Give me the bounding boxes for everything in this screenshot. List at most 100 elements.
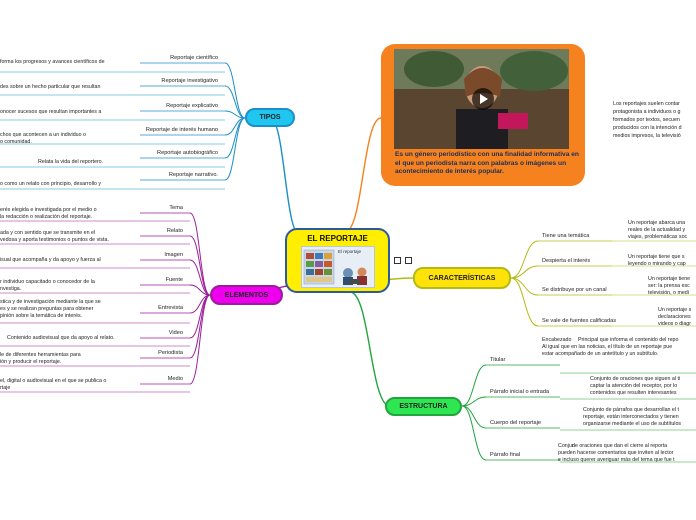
embedded-video[interactable] [394,49,569,149]
notes-icon[interactable] [394,257,401,264]
elemento-label[interactable]: Fuente [165,277,183,283]
caracteristica-label[interactable]: Se distribuye por un canal [542,287,607,293]
elemento-description: pinión sobre la temática de interés. [0,313,83,319]
estructura-description: captar la atención del receptor, por lo [590,383,678,389]
play-icon [480,94,488,104]
connector-line [189,235,211,296]
caracteristica-label[interactable]: Tiene una temática [542,233,590,239]
connector-line [461,396,487,407]
branch-estructura-label: ESTRUCTURA [399,403,448,410]
topic-icons [394,257,413,266]
estructura-description: contenidos que resulten interesantes [590,390,677,396]
tipo-label[interactable]: Reportaje científico [170,55,218,61]
caracteristica-label[interactable]: Se vale de fuentes calificadas [542,318,617,324]
tipo-description: onocer sucesos que resultan importantes … [0,109,102,115]
central-image-caption: El reportaje [338,249,362,254]
estructura-label[interactable]: Titular [490,357,506,363]
caracteristica-description: Un reportaje tiene que s [628,254,685,260]
connector-line [189,259,211,296]
estructura-description: Conjunto de párrafos que desarrollan el … [583,407,679,413]
elemento-label[interactable]: Relato [166,228,183,234]
play-button[interactable] [472,88,494,110]
connector-line [224,117,246,181]
tipo-label[interactable]: Reportaje narrativo. [168,172,218,178]
video-side-line: medios impresos, la televisió [613,133,681,139]
branch-elementos-label: ELEMENTOS [224,291,269,299]
estructura-description: pueden hacerse comentarios que inviten a… [558,450,674,456]
estructura-heading: Conjun [558,443,575,449]
branch-elementos[interactable]: ELEMENTOS [210,285,283,305]
elemento-label[interactable]: Medio [167,376,183,382]
link-icon[interactable] [405,257,413,264]
estructura-heading: Encabezado [542,337,572,343]
caracteristica-description: Un reportaje abarca una [628,220,686,226]
connector-line [189,294,211,385]
branch-estructura[interactable]: ESTRUCTURA [385,397,462,416]
elemento-description: r individuo capacitado o conocedor de la [0,278,95,285]
elemento-description: isual que acompaña y da apoyo y fuerza a… [0,257,101,263]
caracteristica-description: ser: la prensa esc [648,283,690,289]
branch-caracteristicas-label: CARACTERÍSTICAS [428,274,496,282]
connector-line [344,117,382,233]
branch-tipos[interactable]: TIPOS [245,108,295,127]
estructura-label[interactable]: Párrafo inicial o entrada [490,389,550,395]
elemento-description: rtaje [0,384,11,391]
tipo-label[interactable]: Reportaje de interés humano [145,127,218,133]
connector-line [224,62,246,119]
connector-line [189,294,211,339]
estructura-description: reportaje, están interconectados y tiene… [583,414,679,420]
caracteristica-description: declaraciones [658,314,691,320]
tipo-description: o comunidad. [0,139,32,145]
caracteristica-description: Un reportaje s [658,307,692,313]
elemento-label[interactable]: Tema [169,205,183,211]
connector-line [510,277,539,296]
tipo-description: forma los progresos y avances científico… [0,59,105,65]
video-side-note: Los reportajes suelen contar protagonist… [613,100,696,140]
tipo-label[interactable]: Reportaje investigativo [161,78,218,84]
caracteristica-description: videos o diagr [658,321,691,327]
elemento-label[interactable]: Imagen [164,252,183,258]
connector-line [461,405,487,429]
estructura-description: Al igual que en las noticias, el título … [542,344,673,350]
elemento-description: la redacción o realización del reportaje… [0,213,93,220]
connector-line [510,265,539,279]
video-side-line: protagonista a individuos o g [613,109,681,115]
branch-caracteristicas[interactable]: CARACTERÍSTICAS [413,267,511,289]
central-topic-title: EL REPORTAJE [307,234,368,243]
elemento-description: vedosa y aporta testimonios o puntos de … [0,236,109,243]
elemento-label[interactable]: Periodista [158,350,183,356]
tipo-description: chos que acontecen a un individuo o [0,132,86,138]
estructura-label[interactable]: Cuerpo del reportaje [490,420,541,426]
elemento-description: es y se realizan preguntas para obtener [0,306,94,312]
elemento-description: ada y con sentido que se transmite en el [0,229,96,236]
tipo-label[interactable]: Reportaje autobiográfico [157,150,218,156]
caracteristica-label[interactable]: Despierta el interés [542,258,591,264]
branch-tipos-label: TIPOS [259,114,281,121]
connector-line [461,364,487,407]
elemento-description: stica y de investigación mediante la que… [0,299,101,305]
video-side-line: producidos con la intención d [613,125,682,131]
elemento-label[interactable]: Entrevista [158,305,183,311]
estructura-description: de oraciones que dan el cierre al report… [572,443,668,449]
elemento-label[interactable]: Video [168,330,183,336]
central-topic[interactable]: EL REPORTAJE El reportaje [285,228,390,293]
connector-line [269,117,301,236]
elemento-description: erés elegida e investigada por el medio … [0,206,97,213]
tipo-label[interactable]: Reportaje explicativo [166,103,218,109]
connector-line [224,85,246,119]
elemento-description: le de diferentes herramientas para [0,351,81,358]
caracteristica-description: leyendo o mirando y cap [628,261,686,267]
video-description: Es un género periodístico con una finali… [395,151,579,175]
caracteristica-description: reales de la actualidad y [628,227,686,233]
tipo-description: Relata la vida del reportero. [38,159,104,165]
caracteristica-description: Un reportaje tiene [648,276,691,282]
central-topic-image: El reportaje [301,246,375,288]
estructura-description: Principal que informa el contenido del r… [578,337,679,343]
connector-line [349,291,391,407]
estructura-label[interactable]: Párrafo final [490,452,521,458]
tipo-description: o como un relato con principio, desarrol… [0,181,101,187]
connector-line [189,212,211,296]
video-side-line: formados por textos, secuen [613,117,680,123]
connector-line [510,277,539,327]
